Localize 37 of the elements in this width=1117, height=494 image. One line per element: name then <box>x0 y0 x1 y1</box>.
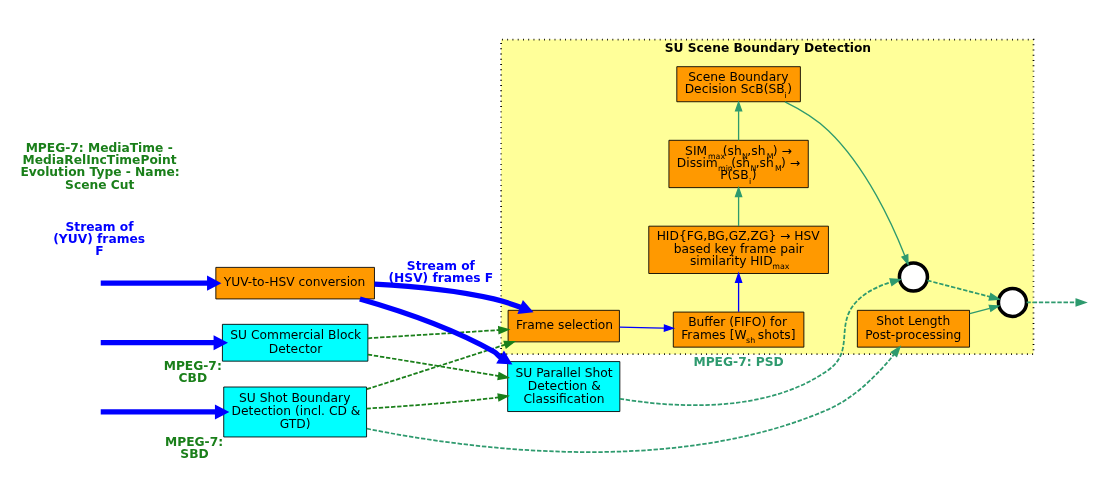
arrow <box>734 100 743 141</box>
arrow <box>367 325 511 340</box>
arrow <box>367 353 510 381</box>
arrow <box>374 281 534 315</box>
node-box: Frame selection <box>507 309 620 343</box>
node-box: SIM$_{max}$(sh$_{N}$,sh$_{M}$) → Dissim$_{min}$(sh$_{N}$,sh$_{M}$) → P(SB$_{i}$) <box>668 139 809 189</box>
arrow <box>926 279 1002 301</box>
arrow <box>365 345 902 453</box>
arrow <box>365 340 517 391</box>
arrow <box>365 393 511 410</box>
node-label: MPEG-7: SBD <box>165 434 224 462</box>
node-box: YUV-to-HSV conversion <box>215 266 375 300</box>
node-label: MPEG-7: CBD <box>163 359 222 386</box>
arrow <box>734 185 743 227</box>
node-box: Shot Length Post-processing <box>856 309 970 348</box>
arrow <box>100 404 230 420</box>
node-box: HID{FG,BG,GZ,ZG} → HSV based key frame pair similarity HID$_{max}$ <box>648 225 829 274</box>
node-box: SU Commercial Block Detector <box>221 323 369 362</box>
node-box: Scene Boundary Decision ScB(SB$_{i}$) <box>676 66 801 103</box>
edge-label: MPEG-7: PSD <box>693 354 784 369</box>
arrow <box>1025 298 1088 307</box>
node-box: SU Parallel Shot Detection & Classification <box>507 361 621 412</box>
arrow <box>100 335 228 351</box>
edge-label: Stream of (HSV) frames F <box>388 259 494 286</box>
arrow <box>100 275 222 291</box>
node-box: Buffer (FIFO) for Frames [W$_{sh}$ shots] <box>672 311 805 348</box>
label: Stream of (YUV) frames F <box>53 219 146 259</box>
arrow <box>619 324 676 333</box>
node-circle <box>996 286 1029 319</box>
arrow <box>359 296 513 365</box>
node-box: SU Shot Boundary Detection (incl. CD & GTD) <box>223 386 367 438</box>
arrow <box>969 304 1001 315</box>
node-circle <box>897 261 930 293</box>
arrow <box>619 278 903 406</box>
arrow <box>784 101 909 266</box>
label: MPEG-7: MediaTime - MediaRelIncTimePoint Evolution Type - Name: Scene Cut <box>20 140 180 192</box>
arrow <box>734 271 743 313</box>
